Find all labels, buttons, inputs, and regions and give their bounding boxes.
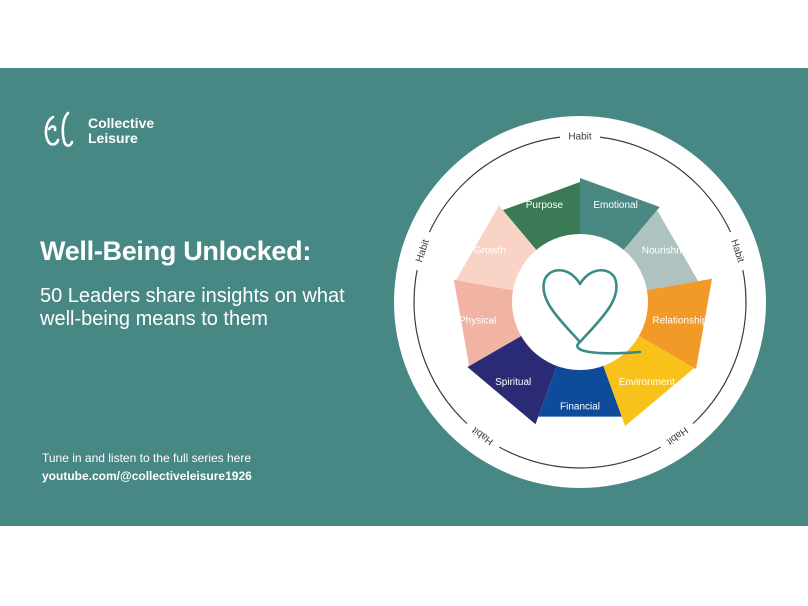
ring-label-gap <box>725 229 751 272</box>
ring-label-gap <box>409 229 435 272</box>
heart-loop-icon <box>542 268 642 355</box>
cta-link[interactable]: youtube.com/@collectiveleisure1926 <box>42 469 252 483</box>
wheel-segment-label: Nourishment <box>642 246 699 257</box>
wheel-segment-label: Emotional <box>593 200 637 211</box>
ring-label-gap <box>657 418 698 454</box>
wheel-segment-label: Environment <box>619 377 675 388</box>
wheel-segment-label: Physical <box>459 316 496 327</box>
page-subtitle: 50 Leaders share insights on what well-b… <box>40 285 345 330</box>
ring-label-habit: Habit <box>568 132 592 143</box>
cta-block: Tune in and listen to the full series he… <box>42 449 252 485</box>
wheel-center <box>512 234 648 370</box>
wheel-segment-label: Financial <box>560 402 600 413</box>
cta-text: Tune in and listen to the full series he… <box>42 451 252 465</box>
cl-monogram-icon <box>44 111 74 147</box>
ring-label-gap <box>560 129 600 143</box>
wheel-segment-label: Relationships <box>652 316 712 327</box>
brand-name-line1: Collective <box>88 115 155 131</box>
banner: Collective Leisure Well-Being Unlocked: … <box>0 68 808 526</box>
brand-logo: Collective Leisure <box>40 111 154 151</box>
ring-label-gap <box>462 418 503 454</box>
wheel-segment-label: Spiritual <box>495 377 531 388</box>
wheel-segment-label: Purpose <box>526 200 564 211</box>
wheel-segment-label: Growth <box>474 246 506 257</box>
page-title: Well-Being Unlocked: <box>40 236 312 266</box>
brand-name-line2: Leisure <box>88 130 138 146</box>
